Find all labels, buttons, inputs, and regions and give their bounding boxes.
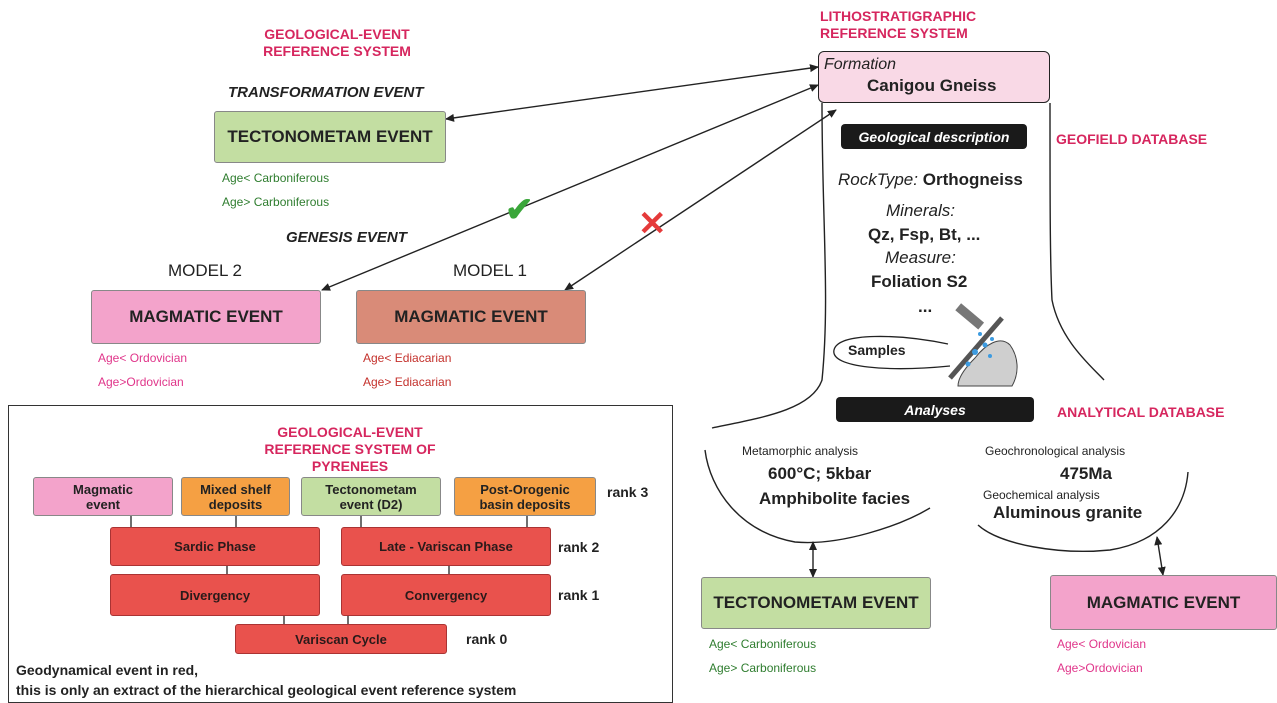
box-line: Mixed shelf: [200, 481, 271, 497]
geochemical-value: Aluminous granite: [993, 503, 1143, 522]
magmatic2-age-upper: Age>Ordovician: [98, 375, 184, 389]
header-line: REFERENCE SYSTEM: [263, 43, 411, 59]
tectonometam-right-age-upper: Age> Carboniferous: [709, 661, 817, 675]
magmatic-event-model2-box: MAGMATIC EVENT: [91, 290, 321, 344]
genesis-event-label: GENESIS EVENT: [286, 229, 407, 246]
magmatic-right-age-upper: Age>Ordovician: [1057, 661, 1143, 675]
measure-label: Measure:: [885, 248, 956, 267]
cross-icon: ✕: [638, 205, 667, 243]
box-line: Magmatic: [73, 481, 133, 497]
geochronological-value: 475Ma: [1060, 464, 1112, 483]
hierarchy-sardic-phase: Sardic Phase: [110, 527, 320, 566]
tectonometam-right-age-lower: Age< Carboniferous: [709, 637, 817, 651]
metamorphic-analysis-label: Metamorphic analysis: [742, 444, 859, 458]
magmatic1-age-upper: Age> Ediacarian: [363, 375, 452, 389]
rank-3-label: rank 3: [607, 484, 649, 500]
box-line: Post-Orogenic: [480, 481, 570, 497]
ellipsis-text: ...: [918, 297, 933, 316]
header-line: GEOLOGICAL-EVENT: [277, 424, 423, 440]
hierarchy-variscan-cycle: Variscan Cycle: [235, 624, 447, 654]
geochronological-analysis-label: Geochronological analysis: [985, 444, 1126, 458]
rocktype-value: Orthogneiss: [922, 170, 1023, 189]
arrow-model1-formation: [564, 109, 837, 291]
rank-1-label: rank 1: [558, 587, 600, 603]
minerals-value: Qz, Fsp, Bt, ...: [868, 225, 981, 244]
analytical-db-header: ANALYTICAL DATABASE: [1057, 404, 1225, 420]
arrow-tectonometam-formation: [445, 64, 819, 122]
hierarchy-note-line-2: this is only an extract of the hierarchi…: [16, 682, 517, 698]
geochemical-analysis-label: Geochemical analysis: [983, 488, 1100, 502]
samples-ellipse: [833, 335, 951, 370]
rocktype-label: RockType:: [838, 170, 918, 189]
samples-label: Samples: [848, 342, 906, 358]
tectonometam-event-box: TECTONOMETAM EVENT: [214, 111, 446, 163]
minerals-label: Minerals:: [886, 201, 955, 220]
magmatic-event-box-right: MAGMATIC EVENT: [1050, 575, 1277, 630]
formation-name: Canigou Gneiss: [867, 76, 997, 95]
formation-left-curve: [711, 102, 827, 429]
rank-2-label: rank 2: [558, 539, 600, 555]
rank-0-label: rank 0: [466, 631, 508, 647]
header-line: REFERENCE SYSTEM: [820, 25, 968, 41]
pyrenees-header: GEOLOGICAL-EVENT REFERENCE SYSTEM OF PYR…: [230, 424, 470, 475]
hierarchy-late-variscan-phase: Late - Variscan Phase: [341, 527, 551, 566]
hierarchy-note-line-1: Geodynamical event in red,: [16, 662, 199, 678]
check-icon: ✔: [505, 191, 534, 229]
hierarchy-divergency: Divergency: [110, 574, 320, 616]
rocktype-row: RockType: Orthogneiss: [838, 170, 1023, 190]
formation-label: Formation: [824, 56, 897, 73]
magmatic-right-age-lower: Age< Ordovician: [1057, 637, 1147, 651]
tectonometam-event-box-right: TECTONOMETAM EVENT: [701, 577, 931, 629]
geological-description-bar: Geological description: [841, 124, 1027, 149]
geochem-arc: [977, 471, 1189, 552]
model-2-label: MODEL 2: [168, 261, 243, 280]
magmatic2-age-lower: Age< Ordovician: [98, 351, 188, 365]
box-line: basin deposits: [479, 496, 571, 512]
transformation-event-label: TRANSFORMATION EVENT: [228, 84, 424, 101]
header-line: REFERENCE SYSTEM OF PYRENEES: [264, 441, 436, 474]
metamorphic-arc: [704, 449, 931, 544]
box-line: event: [86, 496, 120, 512]
header-line: LITHOSTRATIGRAPHIC: [820, 8, 977, 24]
metamorphic-value-2: Amphibolite facies: [759, 489, 911, 508]
measure-value: Foliation S2: [871, 272, 968, 291]
magmatic1-age-lower: Age< Ediacarian: [363, 351, 452, 365]
geo-event-ref-header: GEOLOGICAL-EVENT REFERENCE SYSTEM: [262, 26, 412, 60]
magmatic-event-model1-box: MAGMATIC EVENT: [356, 290, 586, 344]
hierarchy-convergency: Convergency: [341, 574, 551, 616]
box-line: Tectonometam: [325, 481, 417, 497]
samples-illustration: [948, 303, 1018, 387]
hierarchy-connectors: [130, 516, 528, 624]
tectonometam-age-lower: Age< Carboniferous: [222, 171, 330, 185]
arrow-geochem-magmatic: [1154, 536, 1166, 576]
tectonometam-age-upper: Age> Carboniferous: [222, 195, 330, 209]
header-line: GEOLOGICAL-EVENT: [264, 26, 410, 42]
metamorphic-value-1: 600°C; 5kbar: [768, 464, 872, 483]
formation-right-curve: [1049, 102, 1105, 381]
box-line: event (D2): [339, 496, 403, 512]
box-line: deposits: [208, 496, 263, 512]
analyses-bar: Analyses: [836, 397, 1034, 422]
litho-ref-header: LITHOSTRATIGRAPHIC REFERENCE SYSTEM: [820, 8, 976, 42]
geofield-db-header: GEOFIELD DATABASE: [1056, 131, 1208, 147]
formation-box: Formation Canigou Gneiss: [818, 51, 1050, 103]
model-1-label: MODEL 1: [453, 261, 528, 280]
